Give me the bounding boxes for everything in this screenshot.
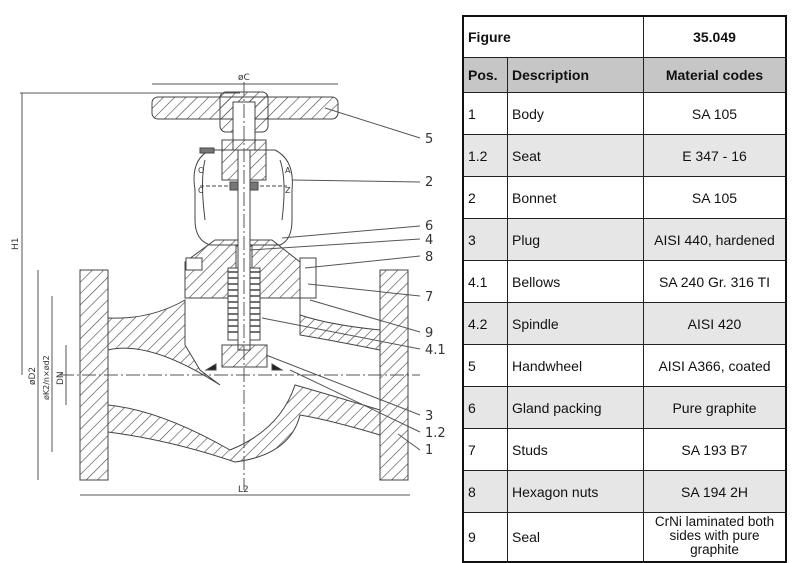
cell-description: Plug	[507, 218, 644, 261]
valve-cross-section-drawing: øC H1 øD2 øK2/n×ød2 DN L2 O A C Z 5 2 6 …	[11, 73, 446, 496]
cell-description: Gland packing	[507, 386, 644, 429]
cell-material: AISI 440, hardened	[643, 218, 787, 261]
callout-label: 6	[425, 219, 433, 234]
bonnet-marking: A	[285, 166, 291, 175]
cell-pos: 8	[462, 470, 508, 513]
figure-number: 35.049	[643, 15, 787, 58]
cell-material: CrNi laminated both sides with pure grap…	[643, 512, 787, 563]
cell-description: Spindle	[507, 302, 644, 345]
cell-material: AISI A366, coated	[643, 344, 787, 387]
cell-description: Hexagon nuts	[507, 470, 644, 513]
figure-label: Figure	[462, 15, 644, 58]
cell-material: E 347 - 16	[643, 134, 787, 177]
cell-pos: 9	[462, 512, 508, 563]
callout-leaders	[249, 107, 421, 451]
callout-label: 1	[425, 443, 433, 458]
bonnet-marking: O	[198, 166, 204, 175]
cell-material: AISI 420	[643, 302, 787, 345]
cell-description: Bonnet	[507, 176, 644, 219]
cell-pos: 4.2	[462, 302, 508, 345]
cell-description: Seal	[507, 512, 644, 563]
cell-material: SA 105	[643, 92, 787, 135]
callout-label: 4	[425, 233, 433, 248]
callout-label: 1.2	[425, 426, 446, 441]
dim-label-flange-diameter: øD2	[28, 367, 38, 385]
cell-material: SA 240 Gr. 316 TI	[643, 260, 787, 303]
cell-pos: 3	[462, 218, 508, 261]
materials-table: Figure 35.049 Pos. Description Material …	[462, 15, 787, 563]
header-material: Material codes	[643, 57, 787, 93]
dim-label-bolt-circle: øK2/n×ød2	[42, 355, 51, 400]
cell-pos: 5	[462, 344, 508, 387]
header-description: Description	[507, 57, 644, 93]
cell-description: Handwheel	[507, 344, 644, 387]
figure-row: Figure 35.049	[462, 15, 787, 58]
bonnet-marking: C	[198, 186, 204, 195]
cell-pos: 2	[462, 176, 508, 219]
cell-description: Studs	[507, 428, 644, 471]
cell-material: SA 194 2H	[643, 470, 787, 513]
callout-label: 5	[425, 132, 433, 147]
cell-pos: 7	[462, 428, 508, 471]
header-pos: Pos.	[462, 57, 508, 93]
dimension-lines	[20, 83, 410, 496]
cell-pos: 1	[462, 92, 508, 135]
cell-pos: 1.2	[462, 134, 508, 177]
cell-material: SA 193 B7	[643, 428, 787, 471]
callout-label: 4.1	[425, 343, 446, 358]
callout-label: 9	[425, 326, 433, 341]
table-header-row: Pos. Description Material codes	[462, 57, 787, 93]
cell-description: Body	[507, 92, 644, 135]
callout-label: 8	[425, 250, 433, 265]
dim-label-height: H1	[11, 238, 21, 251]
callout-label: 2	[425, 175, 433, 190]
cell-material: SA 105	[643, 176, 787, 219]
dim-label-length: L2	[238, 485, 249, 495]
cell-pos: 4.1	[462, 260, 508, 303]
dim-label-dn: DN	[56, 371, 66, 385]
dim-label-handwheel-diameter: øC	[238, 73, 250, 83]
cell-pos: 6	[462, 386, 508, 429]
cell-description: Seat	[507, 134, 644, 177]
bonnet-marking: Z	[285, 186, 291, 195]
callout-label: 3	[425, 409, 433, 424]
cell-material: Pure graphite	[643, 386, 787, 429]
callout-label: 7	[425, 290, 433, 305]
cell-description: Bellows	[507, 260, 644, 303]
